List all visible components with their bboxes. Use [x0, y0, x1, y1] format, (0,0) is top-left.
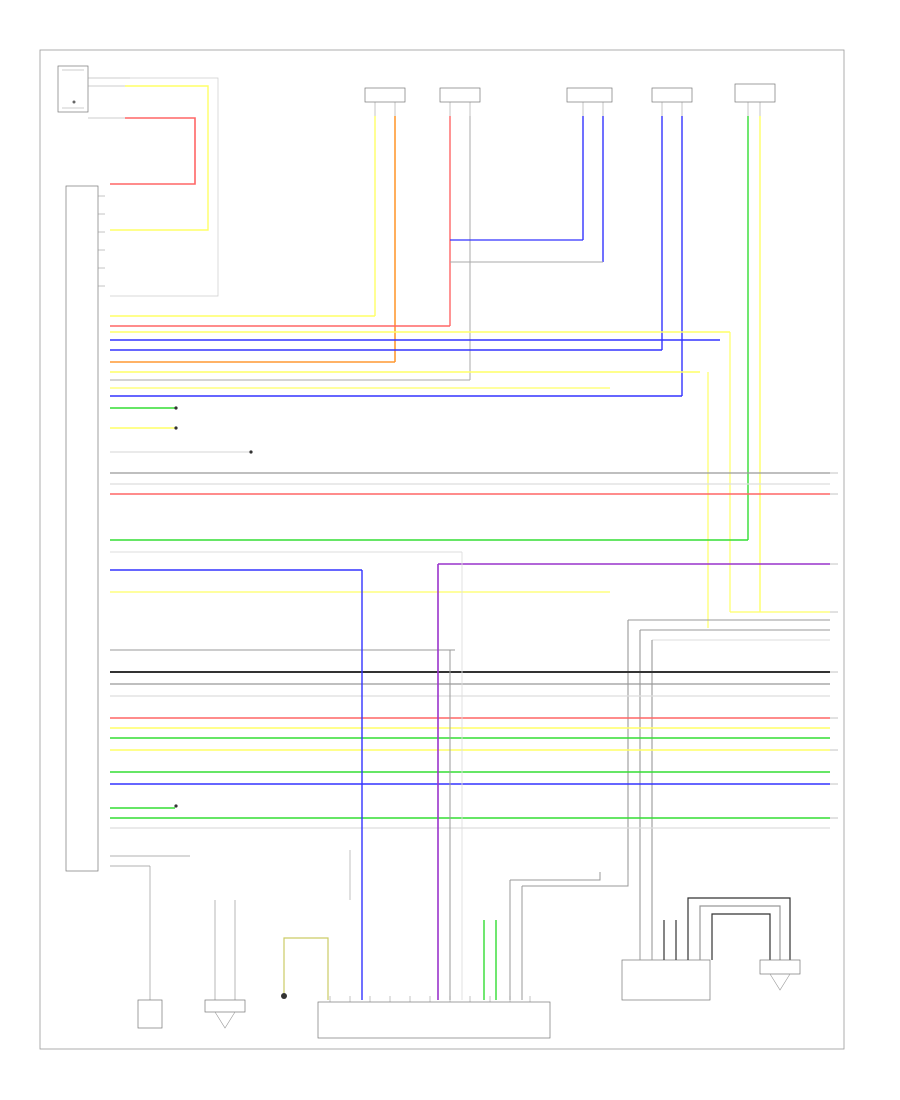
right-edge-markers [830, 472, 838, 819]
top-connector-3 [566, 87, 613, 116]
bottom-right-module-2 [687, 897, 801, 991]
top-connector-5 [734, 83, 776, 116]
top-connector-2 [439, 87, 481, 116]
lower-bus [110, 649, 830, 829]
bottom-connector-dot [281, 993, 287, 999]
diagram-frame [39, 49, 845, 1050]
top-left-switch-module [57, 65, 130, 119]
mid-bus-top [110, 315, 730, 397]
mid-left-short-wires [110, 406, 253, 454]
wire-red-loop [110, 117, 196, 185]
full-width-wires-mid [110, 472, 830, 593]
wire-grey-box [110, 77, 219, 297]
top-connector-1 [364, 87, 406, 116]
bottom-vertical-wires [283, 552, 629, 1000]
bottom-left-components [110, 855, 287, 1029]
top-vertical-wires [374, 116, 761, 612]
left-control-module [65, 185, 105, 872]
top-connector-4 [651, 87, 693, 116]
right-stub-wires [627, 611, 830, 950]
wire-yellow-loop [110, 85, 209, 231]
bottom-right-module-1 [621, 920, 711, 1001]
bottom-main-connector [317, 996, 551, 1039]
